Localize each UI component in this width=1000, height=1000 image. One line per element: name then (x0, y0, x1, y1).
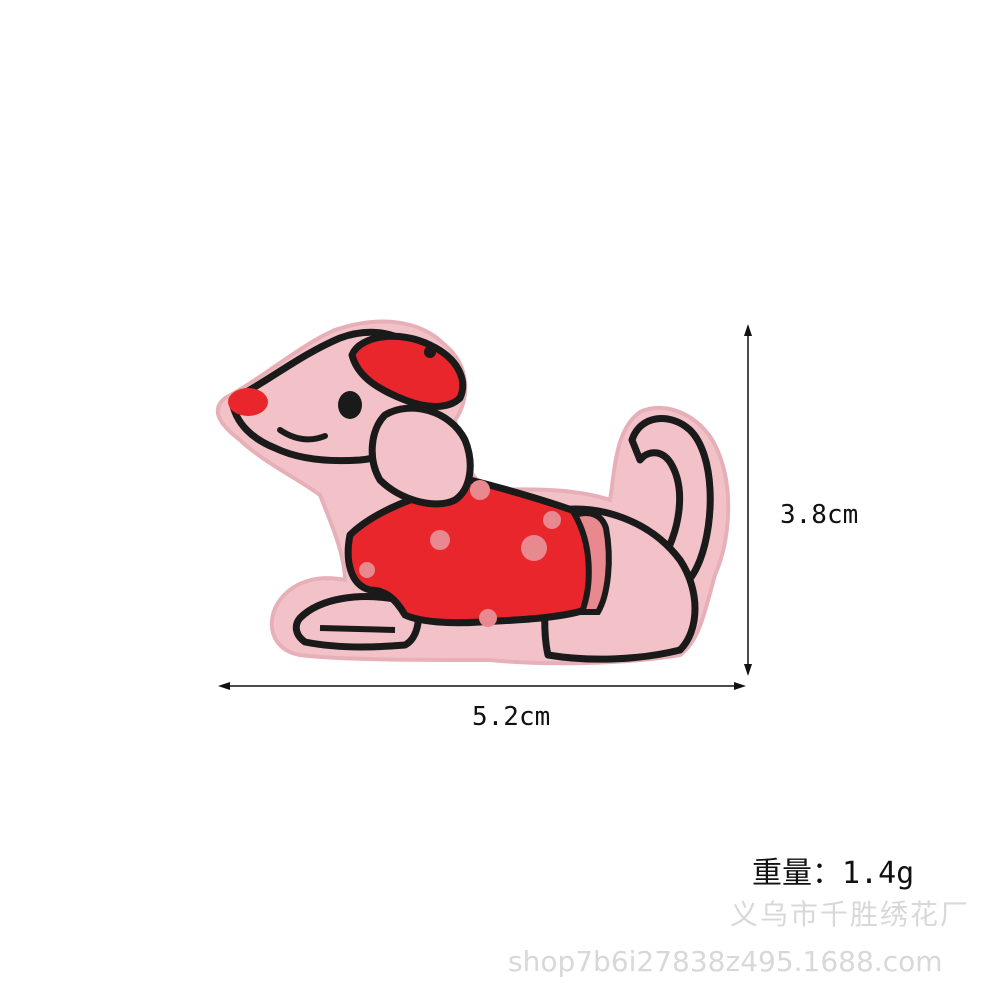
dog-mouth (277, 427, 328, 443)
weight-label: 重量：1.4g (752, 856, 915, 891)
watermark-shop-url: shop7b6i27838z495.1688.com (508, 945, 943, 978)
height-label: 3.8cm (780, 500, 859, 530)
height-dimension-line (744, 324, 752, 676)
dog-ear (368, 404, 474, 508)
beret-stem (424, 346, 436, 358)
width-dimension-line (218, 682, 746, 690)
dog-front-legs (292, 593, 422, 651)
dog-nose (228, 388, 268, 416)
watermark-factory-name: 义乌市千胜绣花厂 (730, 898, 971, 931)
sweater-dots (359, 480, 561, 627)
dog-eye (338, 391, 362, 419)
sweater-cuff (570, 510, 612, 615)
width-label: 5.2cm (472, 702, 551, 732)
